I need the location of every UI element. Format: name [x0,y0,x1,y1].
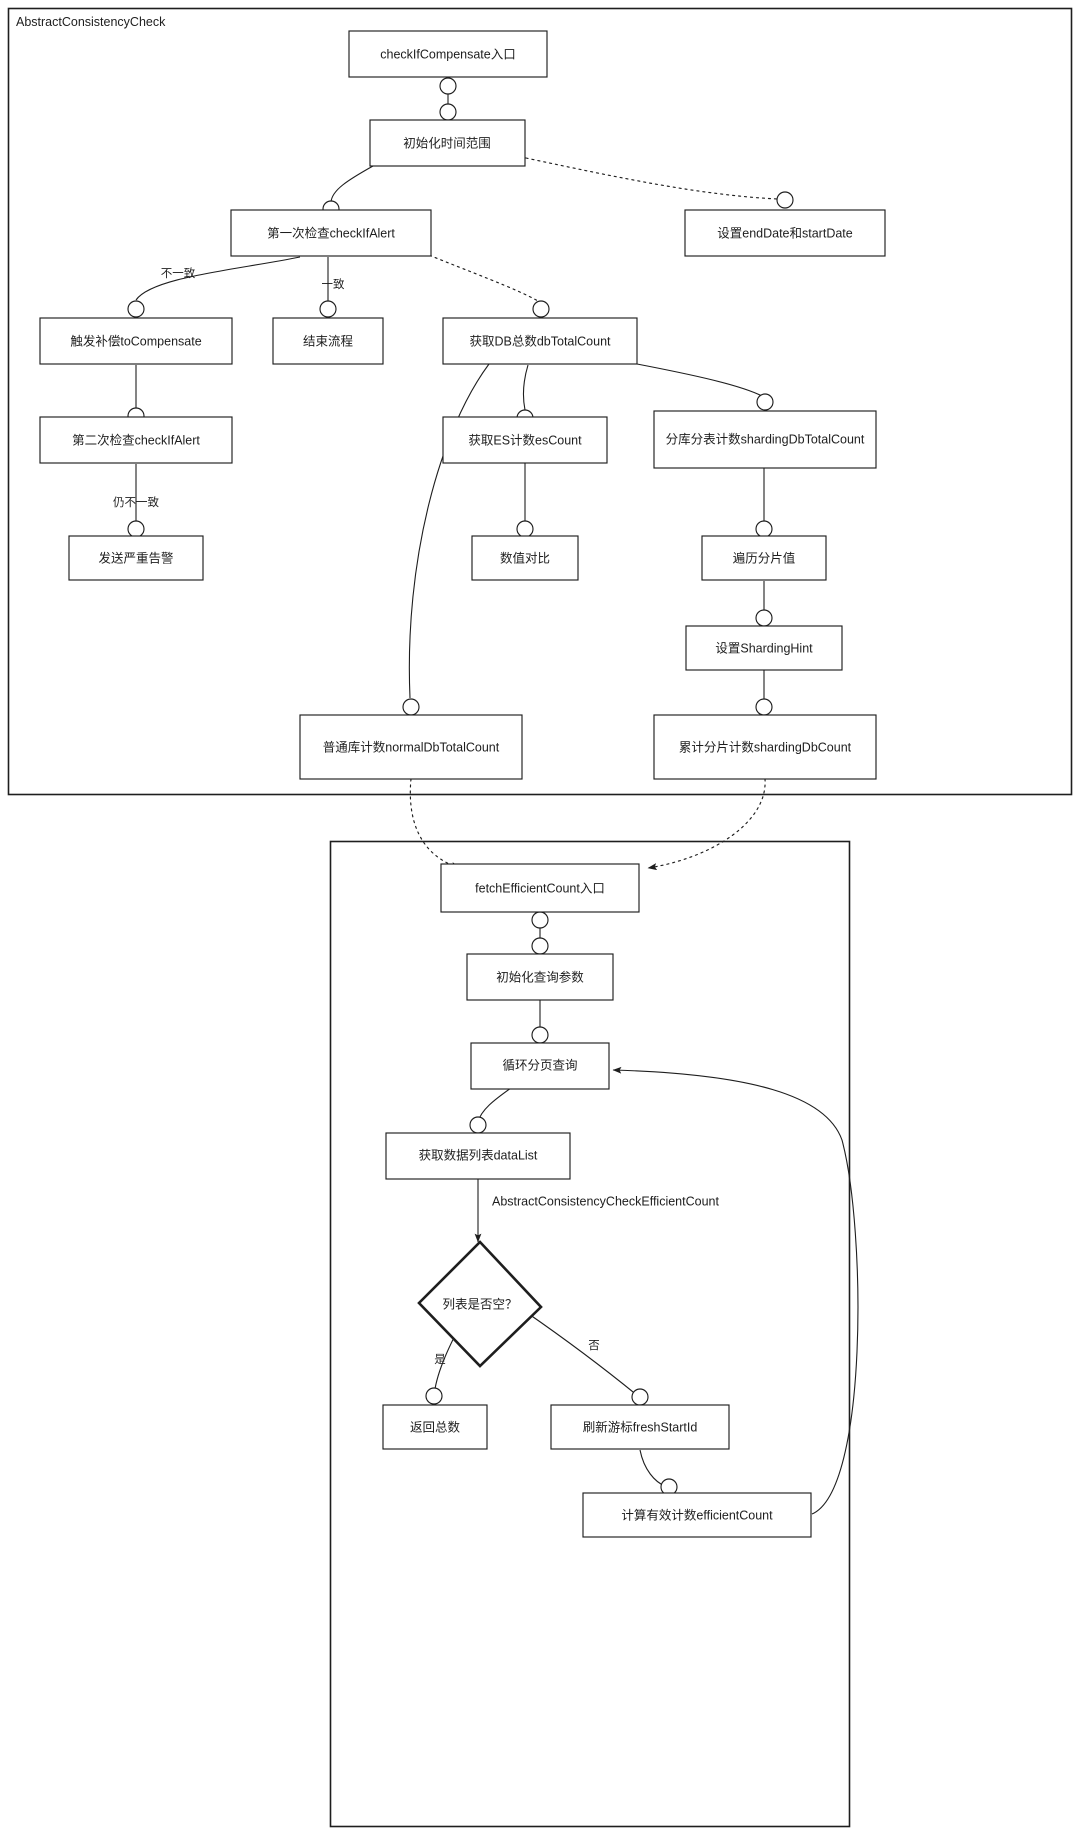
node-label: 第二次检查checkIfAlert [72,432,200,447]
edge-iterate-shards-to-set-sharding-hint [755,581,773,627]
node-label: 触发补偿toCompensate [70,333,201,348]
node-second-check-checkifalert[interactable]: 第二次检查checkIfAlert [39,416,233,464]
node-loop-paging-query[interactable]: 循环分页查询 [470,1042,610,1090]
edge-label-yes: 是 [434,1353,446,1366]
node-normal-db-total-count[interactable]: 普通库计数normalDbTotalCount [299,714,523,780]
node-label: 初始化查询参数 [496,969,584,984]
edge-accumulate-to-fetch-entry [647,778,766,871]
node-label: 获取ES计数esCount [468,432,582,447]
node-label: checkIfCompensate入口 [380,47,515,61]
node-send-severe-alert[interactable]: 发送严重告警 [68,535,204,581]
node-label: 分库分表计数shardingDbTotalCount [666,431,865,446]
node-layer: checkIfCompensate入口 初始化时间范围 设置endDate和st… [39,30,886,1538]
edge-label-no: 否 [588,1340,600,1352]
container-abstract-consistency-check: AbstractConsistencyCheck [7,7,1073,796]
node-label: 刷新游标freshStartId [583,1419,698,1434]
edge-second-check-to-severe-alert: 仍不一致 [113,464,159,538]
edge-db-total-to-sharding-total [636,363,774,411]
node-checkifcompensate-entry[interactable]: checkIfCompensate入口 [348,30,548,78]
container-outline [7,7,1073,796]
edge-normal-db-count-to-fetch-entry [409,778,461,869]
edge-efficient-count-loop-back [612,1066,859,1515]
node-label: 计算有效计数efficientCount [621,1507,773,1522]
node-label: 第一次检查checkIfAlert [267,225,395,240]
edge-fetch-entry-to-init-query-params [531,911,549,955]
node-init-time-range[interactable]: 初始化时间范围 [369,119,526,167]
node-label: 列表是否空？ [442,1297,517,1311]
edge-init-time-range-to-set-dates [525,157,794,209]
edge-list-empty-no-to-refresh-cursor: 否 [525,1311,649,1406]
node-value-compare[interactable]: 数值对比 [471,535,579,581]
node-label: 普通库计数normalDbTotalCount [323,739,500,754]
edge-first-check-to-db-total-count [423,252,550,318]
node-label: 循环分页查询 [502,1058,577,1072]
node-fetchefficientcount-entry[interactable]: fetchEfficientCount入口 [440,863,640,913]
node-label: 设置endDate和startDate [717,225,853,240]
edge-loop-paging-to-get-datalist [469,1087,512,1134]
node-label: 获取DB总数dbTotalCount [469,333,611,348]
edge-label-still-inconsistent: 仍不一致 [113,495,159,509]
edge-set-sharding-hint-to-accumulate [755,670,773,716]
node-label: 初始化时间范围 [403,136,491,150]
node-calc-efficient-count[interactable]: 计算有效计数efficientCount [582,1492,812,1538]
edge-init-query-params-to-loop-paging [531,1000,549,1044]
node-set-enddate-startdate[interactable]: 设置endDate和startDate [684,209,886,257]
node-label: 遍历分片值 [733,550,796,565]
node-end-flow[interactable]: 结束流程 [272,317,384,365]
edge-first-check-to-compensate: 不一致 [127,256,301,318]
node-label: 获取数据列表dataList [419,1147,538,1162]
node-label: 设置ShardingHint [715,640,813,655]
node-set-sharding-hint[interactable]: 设置ShardingHint [685,625,843,671]
node-return-total[interactable]: 返回总数 [382,1404,488,1450]
node-label: 数值对比 [500,550,550,565]
container-title: AbstractConsistencyCheck [16,15,166,29]
edge-label-consistent: 一致 [322,277,345,291]
node-label: 返回总数 [410,1419,461,1434]
node-first-check-checkifalert[interactable]: 第一次检查checkIfAlert [230,209,432,257]
edge-init-time-range-to-first-check [322,165,374,218]
edge-label-efficient-count-annotation: AbstractConsistencyCheckEfficientCount [492,1194,719,1208]
node-sharding-db-total-count[interactable]: 分库分表计数shardingDbTotalCount [653,410,877,469]
node-accumulate-sharding-db-count[interactable]: 累计分片计数shardingDbCount [653,714,877,780]
edge-checkifcompensate-to-init-time-range [439,77,457,121]
node-get-es-count[interactable]: 获取ES计数esCount [442,416,608,464]
node-get-db-total-count[interactable]: 获取DB总数dbTotalCount [442,317,638,365]
node-trigger-compensate[interactable]: 触发补偿toCompensate [39,317,233,365]
edge-first-check-to-end-flow: 一致 [319,257,345,318]
node-label: 发送严重告警 [98,550,173,565]
node-get-datalist[interactable]: 获取数据列表dataList [385,1132,571,1180]
node-iterate-shard-values[interactable]: 遍历分片值 [701,535,827,581]
node-label: 累计分片计数shardingDbCount [679,739,852,754]
node-label: 结束流程 [303,333,354,348]
node-label: fetchEfficientCount入口 [475,881,605,895]
container-outline-2 [329,840,851,1828]
edge-sharding-total-to-iterate-shards [755,468,773,538]
node-is-list-empty-decision[interactable]: 列表是否空？ [417,1240,543,1368]
edge-label-inconsistent: 不一致 [161,266,196,280]
edge-es-count-to-value-compare [516,463,534,538]
edge-refresh-cursor-to-efficient-count [639,1449,678,1496]
node-refresh-cursor-freshstartid[interactable]: 刷新游标freshStartId [550,1404,730,1450]
node-init-query-params[interactable]: 初始化查询参数 [466,953,614,1001]
edge-get-datalist-to-list-empty: AbstractConsistencyCheckEfficientCount [474,1178,719,1243]
edge-compensate-to-second-check [127,365,145,425]
container-fetch-efficient-count [329,840,851,1828]
